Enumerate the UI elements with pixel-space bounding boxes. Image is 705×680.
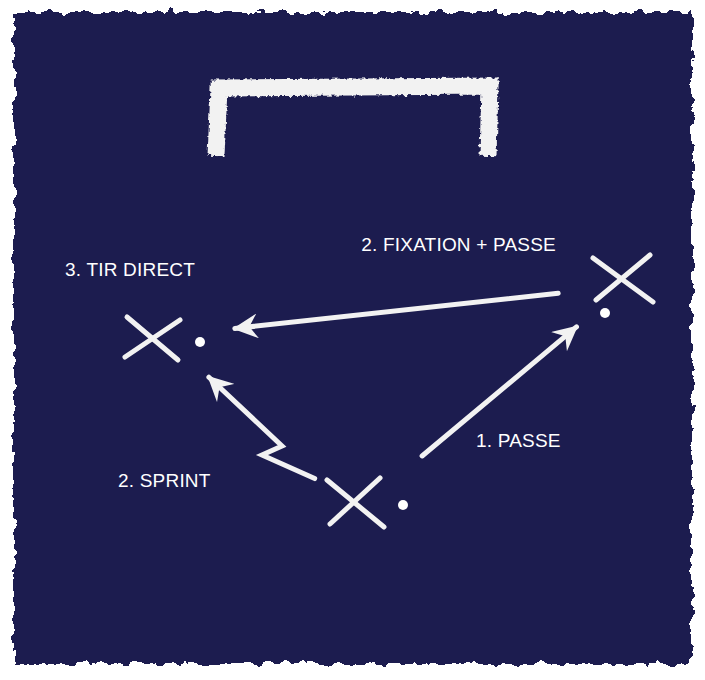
ball-dot xyxy=(195,337,205,347)
action-label: 3. TIR DIRECT xyxy=(65,258,195,281)
ball-dot xyxy=(600,308,610,318)
move-arrow xyxy=(235,293,558,328)
player-cross xyxy=(588,250,663,322)
edge-label: 2. SPRINT xyxy=(118,469,211,492)
ball-dot xyxy=(398,500,408,510)
player-mark: 3. TIR DIRECT xyxy=(120,305,210,367)
edge-label: 1. PASSE xyxy=(476,429,561,452)
player-mark xyxy=(322,472,412,532)
player-mark: 2. FIXATION + PASSE xyxy=(588,250,663,322)
cross-stroke xyxy=(330,478,380,524)
board-background xyxy=(14,12,692,664)
cross-stroke xyxy=(596,255,650,300)
player-cross xyxy=(120,305,210,367)
player-cross xyxy=(322,472,412,532)
goal-frame xyxy=(216,86,490,156)
cross-stroke xyxy=(125,320,180,357)
move-arrow xyxy=(422,327,576,456)
action-label: 2. FIXATION + PASSE xyxy=(361,233,556,256)
move-arrow xyxy=(209,377,315,478)
